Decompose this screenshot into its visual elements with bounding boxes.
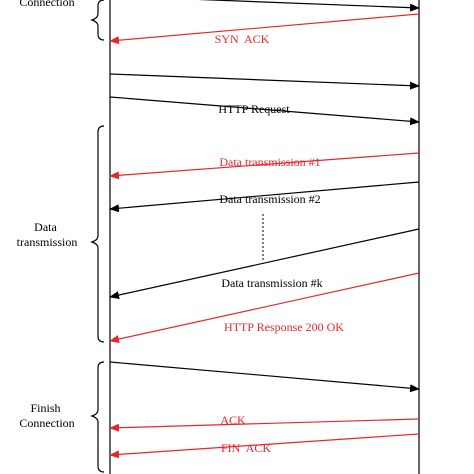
- fin-arrow: [109, 361, 420, 393]
- http-response-arrow: [109, 272, 420, 343]
- http-request-arrow: [109, 96, 420, 126]
- ack-connect-arrow: [109, 73, 420, 90]
- finish-connection-phase-line-2: Connection: [19, 416, 74, 430]
- data-k-arrow: [109, 228, 420, 299]
- ack-close-arrow: [109, 418, 420, 432]
- data-transmission-brace: [90, 125, 105, 343]
- fin-ack-label: FIN ACK: [221, 441, 271, 455]
- data-2-arrow: [109, 181, 420, 213]
- http-response-label: HTTP Response 200 OK: [224, 320, 344, 334]
- connection-phase-line-1: Connection: [19, 0, 74, 9]
- connection-phase-label: Connection: [19, 0, 74, 9]
- data-1-label: Data transmission #1: [219, 155, 320, 169]
- syn-ack-label: SYN ACK: [215, 32, 270, 46]
- connection-brace: [90, 0, 105, 41]
- syn-ack-arrow: [109, 13, 420, 45]
- data-2-label: Data transmission #2: [219, 192, 320, 206]
- data-k-label: Data transmission #k: [221, 276, 322, 290]
- finish-connection-brace: [90, 361, 105, 473]
- data-transmission-phase-line-2: transmission: [17, 235, 78, 249]
- finish-connection-phase-line-1: Finish: [30, 401, 60, 415]
- finish-connection-phase-label: Finish Connection: [19, 401, 74, 430]
- fin-ack-arrow: [109, 433, 420, 459]
- syn-arrow: [197, 0, 420, 12]
- data-1-arrow: [109, 152, 420, 180]
- data-transmission-phase-label: Data transmission: [17, 220, 78, 249]
- ack-label: ACK: [220, 413, 246, 427]
- data-transmission-phase-line-1: Data: [34, 220, 57, 234]
